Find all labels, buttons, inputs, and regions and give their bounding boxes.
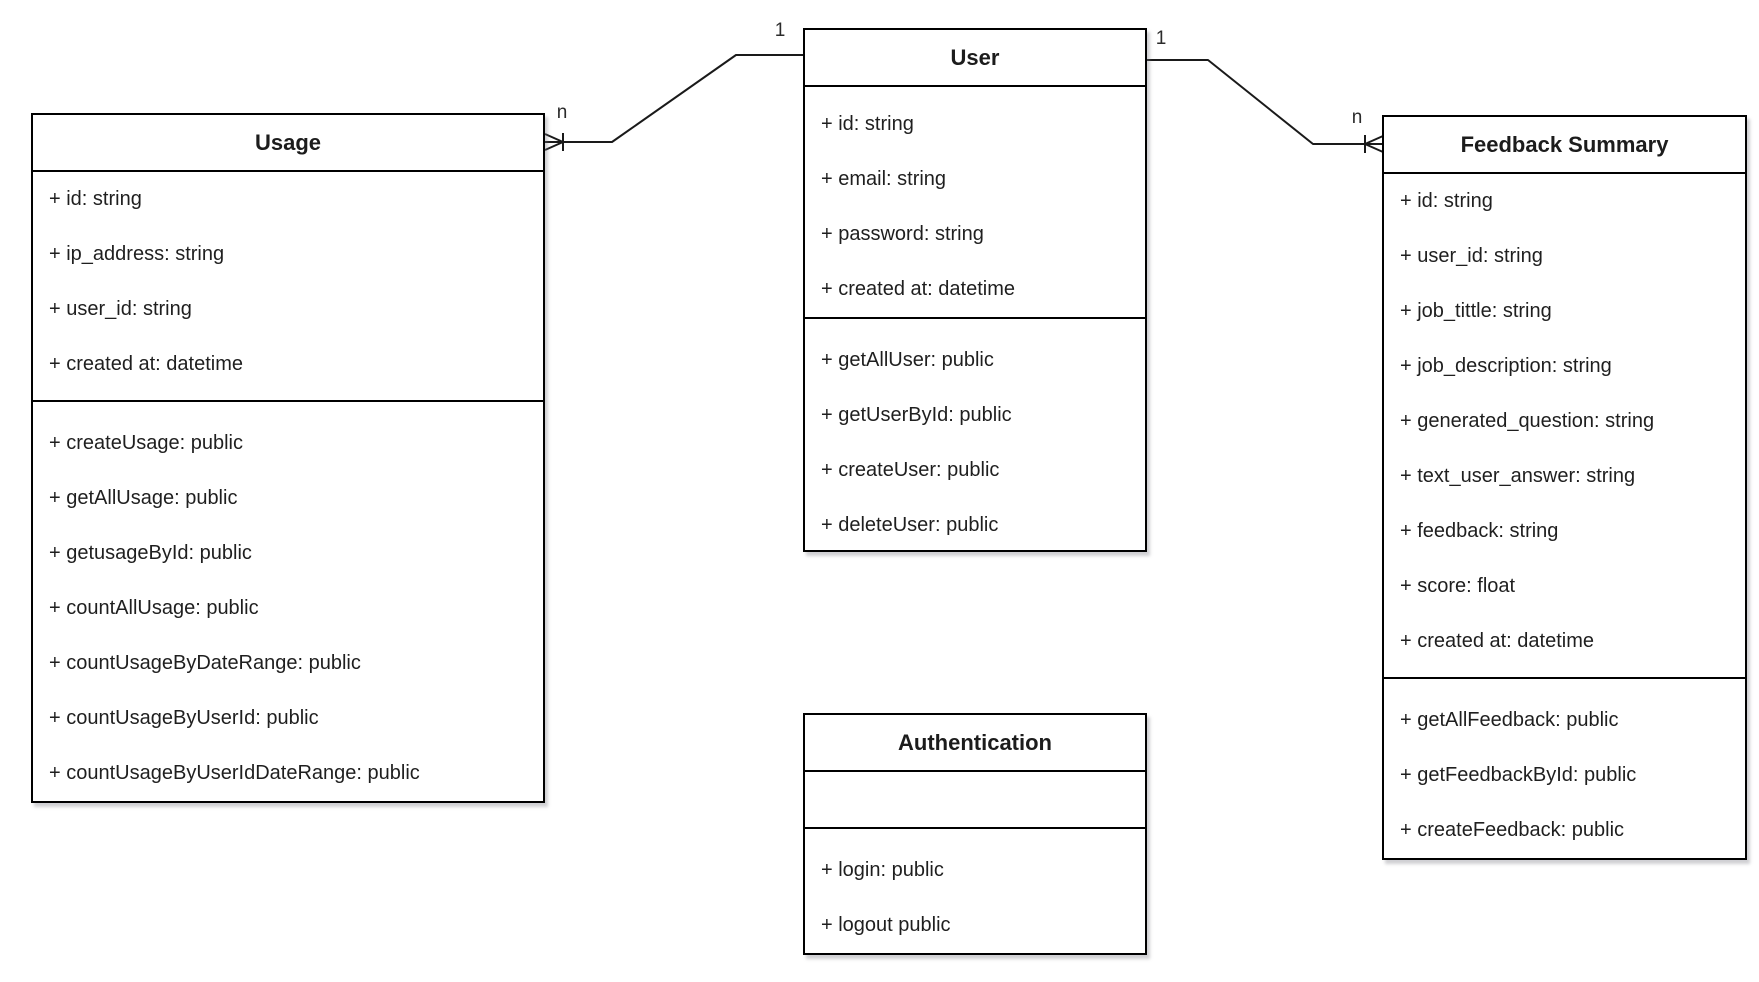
member-row: + text_user_answer: string <box>1400 465 1636 487</box>
member-row: + deleteUser: public <box>821 514 999 536</box>
crow-foot-many-icon <box>1364 135 1384 153</box>
methods-section: + getAllUser: public + getUserById: publi… <box>805 317 1145 550</box>
cardinality-label: n <box>557 102 568 123</box>
member-row: + createUsage: public <box>49 432 244 454</box>
edge-line <box>1147 59 1365 145</box>
member-row: + ip_address: string <box>49 243 225 265</box>
methods-section: + getAllFeedback: public + getFeedbackByI… <box>1384 677 1745 858</box>
member-row: + generated_question: string <box>1400 410 1655 432</box>
member-row: + countAllUsage: public <box>49 597 259 619</box>
member-row: + user_id: string <box>49 298 192 320</box>
attributes-section: + id: string + user_id: string + job_tittl… <box>1384 174 1745 677</box>
class-feedback-summary[interactable]: Feedback Summary + id: string + user_id: … <box>1382 115 1747 860</box>
member-row: + job_description: string <box>1400 355 1612 377</box>
member-row: + getFeedbackById: public <box>1400 764 1637 786</box>
attributes-section: + id: string + ip_address: string + user_i… <box>33 172 543 400</box>
class-title: Feedback Summary <box>1384 117 1745 174</box>
member-row: + login: public <box>821 859 944 881</box>
member-row: + logout public <box>821 914 951 936</box>
crow-foot-many-icon <box>544 133 564 151</box>
member-row: + getAllUser: public <box>821 349 994 371</box>
member-row: + password: string <box>821 223 984 245</box>
class-usage[interactable]: Usage + id: string+ ip_address: string+ … <box>31 113 545 803</box>
member-row: + getusageById: public <box>49 542 252 564</box>
member-row: + createUser: public <box>821 459 1000 481</box>
member-row: + createFeedback: public <box>1400 819 1625 841</box>
member-row: + countUsageByUserId: public <box>49 707 319 729</box>
class-user[interactable]: User + id: string + email: string + passwo… <box>803 28 1147 552</box>
member-row: + score: float <box>1400 575 1516 597</box>
member-row: + getAllFeedback: public <box>1400 709 1619 731</box>
edge-line <box>563 54 803 143</box>
member-row: + id: string <box>49 188 142 210</box>
class-title: Usage <box>33 115 543 172</box>
member-row: + getUserById: public <box>821 404 1012 426</box>
member-row: + countUsageByUserIdDateRange: public <box>49 762 420 784</box>
class-title: Authentication <box>805 715 1145 772</box>
member-row: + job_tittle: string <box>1400 300 1552 322</box>
class-title: User <box>805 30 1145 87</box>
edge-user-feedback-summary[interactable]: 1 n <box>1147 28 1384 153</box>
edge-user-usage[interactable]: 1 n <box>544 20 803 151</box>
member-row: + created at: datetime <box>821 278 1016 300</box>
cardinality-label: 1 <box>775 20 786 41</box>
class-authentication[interactable]: Authentication + login: public + logout p… <box>803 713 1147 955</box>
member-row: + feedback: string <box>1400 520 1559 542</box>
member-row: + email: string <box>821 168 947 190</box>
member-row: + user_id: string <box>1400 245 1543 267</box>
member-row: + id: string <box>821 113 914 135</box>
member-row: + id: string <box>1400 190 1493 212</box>
methods-section: + login: public + logout public <box>805 827 1145 953</box>
cardinality-label: 1 <box>1156 28 1167 49</box>
attributes-section <box>805 772 1145 827</box>
member-row: + created at: datetime <box>49 353 244 375</box>
cardinality-label: n <box>1352 107 1363 128</box>
member-row: + created at: datetime <box>1400 630 1595 652</box>
member-row: + countUsageByDateRange: public <box>49 652 361 674</box>
member-row: + getAllUsage: public <box>49 487 238 509</box>
methods-section: + createUsage: public + getAllUsage: publ… <box>33 400 543 801</box>
attributes-section: + id: string + email: string + password: s… <box>805 87 1145 317</box>
